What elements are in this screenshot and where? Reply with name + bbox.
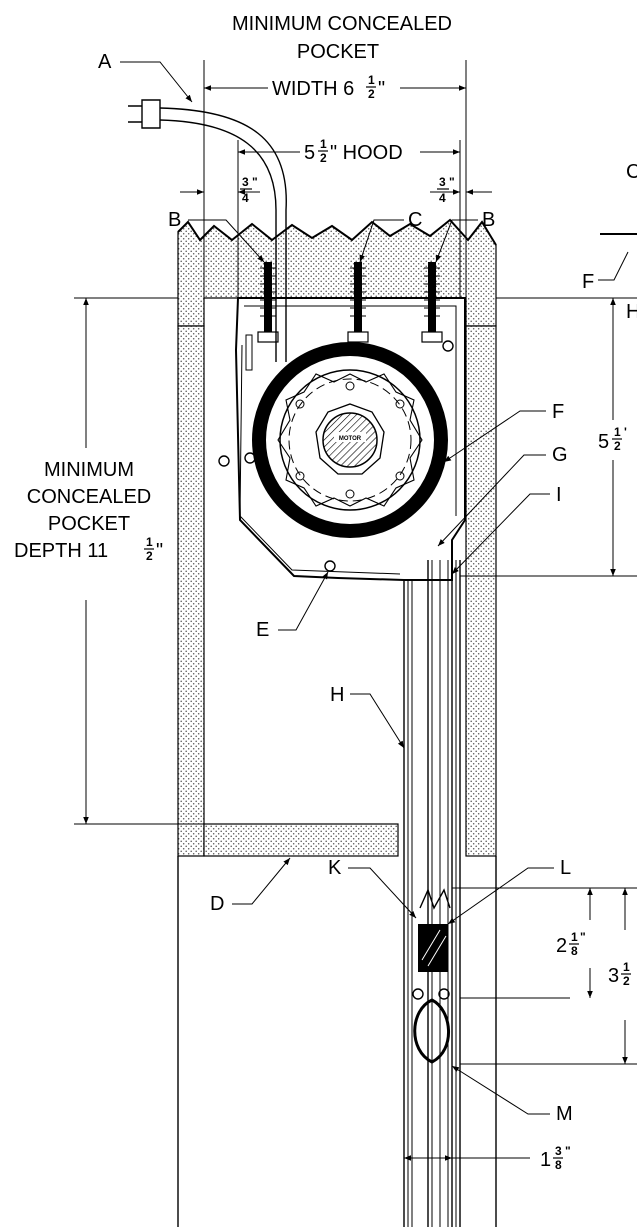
svg-text:L: L [560, 857, 571, 879]
svg-text:2: 2 [614, 439, 621, 453]
motor-label: MOTOR [339, 436, 362, 442]
svg-text:E: E [256, 619, 269, 641]
pocket-width-title-line2: POCKET [297, 41, 379, 63]
svg-text:B: B [482, 209, 495, 231]
svg-text:1: 1 [368, 73, 375, 87]
svg-text:2: 2 [320, 151, 327, 165]
pocket-depth-value: DEPTH 11 1 2 " [14, 535, 163, 563]
svg-text:A: A [98, 51, 112, 73]
bottom-total-dimension-value: 3 1 2 [608, 960, 631, 988]
svg-text:": " [252, 175, 258, 189]
svg-text:": " [449, 175, 455, 189]
svg-text:H: H [626, 301, 637, 323]
callout-C: C [359, 209, 422, 263]
svg-text:8: 8 [571, 944, 578, 958]
concrete-header [177, 218, 497, 327]
pocket-depth-dimension [74, 297, 204, 825]
callout-M: M [451, 1065, 573, 1125]
svg-text:H: H [330, 684, 344, 706]
screw-right [421, 262, 443, 343]
edge-fragment-group: C F H [582, 161, 637, 323]
svg-text:G: G [552, 444, 568, 466]
screw-center [347, 262, 369, 343]
svg-text:5: 5 [304, 142, 315, 164]
callout-E: E [256, 571, 329, 641]
pocket-width-title-line1: MINIMUM CONCEALED [232, 13, 452, 35]
svg-text:": " [378, 78, 385, 100]
callout-K: K [328, 857, 417, 919]
svg-text:2: 2 [623, 974, 630, 988]
svg-text:F: F [582, 271, 594, 293]
svg-text:3: 3 [439, 175, 446, 189]
svg-text:B: B [168, 209, 181, 231]
callout-H: H [330, 684, 405, 749]
pocket-bottom-ledge [203, 823, 399, 857]
svg-text:8: 8 [555, 1158, 562, 1172]
svg-text:F: F [552, 401, 564, 423]
svg-text:D: D [210, 893, 224, 915]
svg-text:C: C [626, 161, 637, 183]
left-pocket-wall [177, 325, 205, 857]
callout-F: F [443, 401, 564, 463]
svg-text:1: 1 [623, 960, 630, 974]
callout-B-right: B [435, 209, 495, 263]
right-clearance-value: 3 4 " [437, 175, 455, 205]
svg-text:": " [565, 1144, 571, 1158]
guide-rails [403, 560, 461, 1227]
callout-L: L [447, 857, 571, 925]
svg-text:2: 2 [556, 935, 567, 957]
svg-text:1: 1 [614, 425, 621, 439]
svg-text:': ' [624, 425, 627, 439]
pocket-width-value: WIDTH 6 1 2 " [272, 73, 385, 101]
svg-text:3: 3 [242, 175, 249, 189]
right-pocket-wall [465, 325, 497, 857]
pocket-depth-title-line3: POCKET [48, 513, 130, 535]
svg-text:M: M [556, 1103, 573, 1125]
power-cord [128, 99, 287, 362]
svg-text:WIDTH 6: WIDTH 6 [272, 78, 354, 100]
svg-text:1: 1 [146, 535, 153, 549]
hood-dimension-value: 5 1 2 " HOOD [304, 137, 403, 165]
svg-text:C: C [408, 209, 422, 231]
callout-B-left: B [168, 209, 265, 263]
svg-text:1: 1 [320, 137, 327, 151]
right-hood-dimension-value: 5 1 2 ' [598, 425, 627, 453]
screw-left [257, 262, 279, 343]
callout-I: I [451, 484, 562, 575]
svg-text:2: 2 [368, 87, 375, 101]
svg-text:1: 1 [540, 1149, 551, 1171]
svg-text:3: 3 [608, 965, 619, 987]
curtain-roll: MOTOR [252, 342, 448, 538]
right-hood-dimension [460, 297, 637, 577]
hood-dimension [237, 140, 461, 298]
rail-width-dimension-value: 1 3 8 " [540, 1144, 571, 1172]
svg-text:1: 1 [571, 930, 578, 944]
bottom-bar-dimensions [452, 887, 637, 1065]
bottom-bar [412, 888, 451, 1064]
callout-A: A [98, 51, 193, 103]
svg-text:4: 4 [242, 191, 249, 205]
left-clearance-value: 3 4 " [240, 175, 258, 205]
bottom-bar-dimension-value: 2 1 8 " [556, 930, 586, 958]
pocket-depth-title-line1: MINIMUM [44, 459, 134, 481]
svg-text:2: 2 [146, 549, 153, 563]
svg-text:" HOOD: " HOOD [330, 142, 403, 164]
svg-text:5: 5 [598, 431, 609, 453]
callout-G: G [437, 444, 568, 547]
pocket-depth-title-line2: CONCEALED [27, 486, 151, 508]
svg-text:K: K [328, 857, 342, 879]
svg-text:DEPTH 11: DEPTH 11 [14, 540, 108, 562]
svg-text:I: I [556, 484, 562, 506]
svg-text:": " [156, 540, 163, 562]
callout-D: D [210, 857, 291, 915]
svg-text:4: 4 [439, 191, 446, 205]
svg-text:": " [580, 930, 586, 944]
svg-text:3: 3 [555, 1144, 562, 1158]
pocket-width-dimension [203, 60, 467, 298]
